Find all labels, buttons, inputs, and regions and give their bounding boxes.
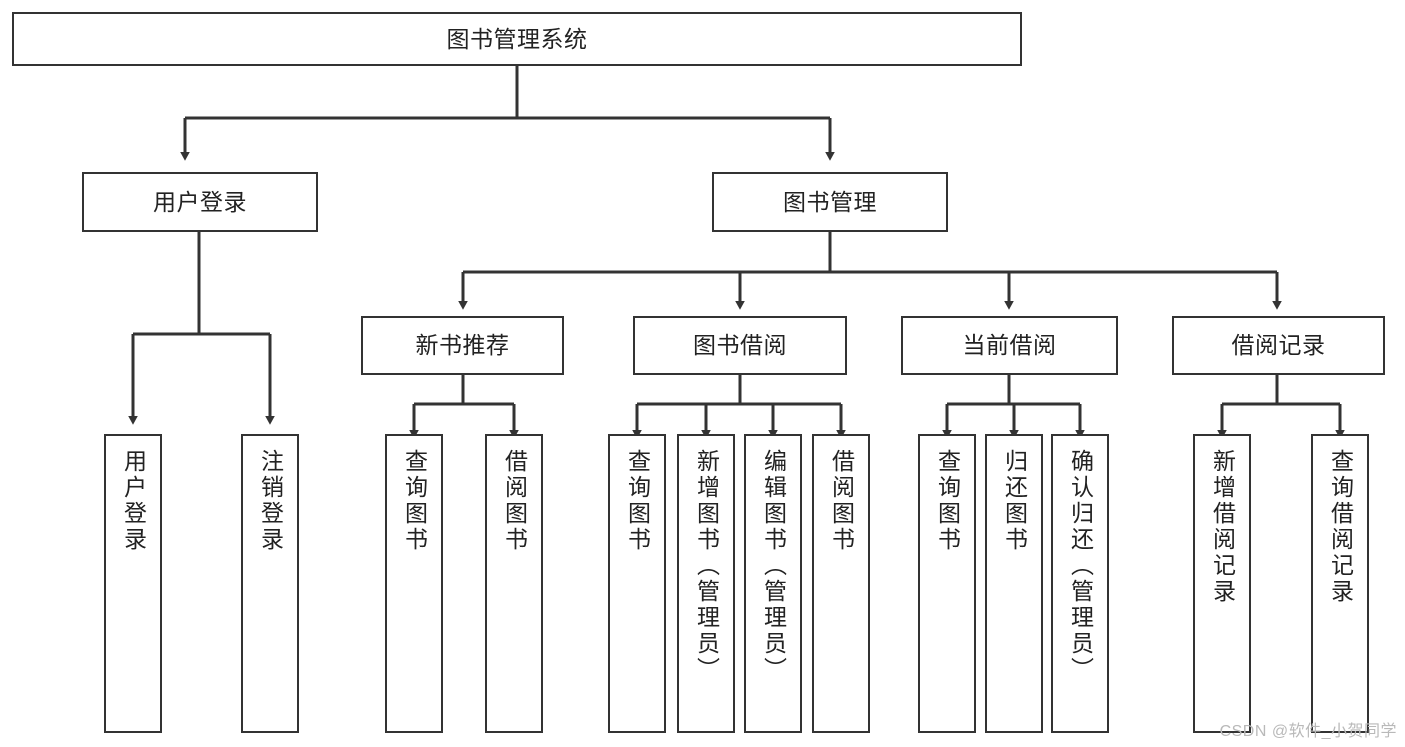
node-leaf-logout-login[interactable]: 注销登录 bbox=[241, 434, 299, 733]
node-leaf-return-book[interactable]: 归还图书 bbox=[985, 434, 1043, 733]
node-current-borrow[interactable]: 当前借阅 bbox=[901, 316, 1118, 375]
node-leaf-user-login[interactable]: 用户登录 bbox=[104, 434, 162, 733]
node-current-borrow-label: 当前借阅 bbox=[962, 332, 1057, 359]
node-leaf-query-record[interactable]: 查询借阅记录 bbox=[1311, 434, 1369, 733]
node-leaf-add-record[interactable]: 新增借阅记录 bbox=[1193, 434, 1251, 733]
node-leaf-query-record-label: 查询借阅记录 bbox=[1327, 449, 1354, 605]
node-leaf-add-book-label: 新增图书（管理员） bbox=[693, 449, 720, 683]
node-leaf-add-book[interactable]: 新增图书（管理员） bbox=[677, 434, 735, 733]
node-borrow-record-label: 借阅记录 bbox=[1231, 332, 1326, 359]
node-leaf-user-login-label: 用户登录 bbox=[120, 449, 147, 553]
node-book-management-label: 图书管理 bbox=[783, 188, 877, 215]
node-leaf-add-record-label: 新增借阅记录 bbox=[1209, 449, 1236, 605]
node-leaf-confirm-return[interactable]: 确认归还（管理员） bbox=[1051, 434, 1109, 733]
node-leaf-edit-book[interactable]: 编辑图书（管理员） bbox=[744, 434, 802, 733]
node-leaf-borrow-book-1[interactable]: 借阅图书 bbox=[485, 434, 543, 733]
node-leaf-return-book-label: 归还图书 bbox=[1001, 449, 1028, 553]
node-user-login-label: 用户登录 bbox=[153, 188, 247, 215]
node-leaf-borrow-book-2[interactable]: 借阅图书 bbox=[812, 434, 870, 733]
node-borrow-record[interactable]: 借阅记录 bbox=[1172, 316, 1385, 375]
node-root-label: 图书管理系统 bbox=[446, 25, 588, 52]
node-leaf-query-book-2-label: 查询图书 bbox=[624, 449, 651, 553]
node-user-login[interactable]: 用户登录 bbox=[82, 172, 318, 232]
node-leaf-query-book-1-label: 查询图书 bbox=[401, 449, 428, 553]
csdn-watermark: CSDN @软件_小贺同学 bbox=[1219, 723, 1397, 740]
node-book-management[interactable]: 图书管理 bbox=[712, 172, 948, 232]
node-leaf-logout-login-label: 注销登录 bbox=[257, 449, 284, 553]
node-leaf-confirm-return-label: 确认归还（管理员） bbox=[1067, 449, 1094, 683]
node-root[interactable]: 图书管理系统 bbox=[12, 12, 1022, 66]
node-new-book-recommend-label: 新书推荐 bbox=[415, 332, 510, 359]
node-leaf-query-book-2[interactable]: 查询图书 bbox=[608, 434, 666, 733]
node-leaf-query-book-3[interactable]: 查询图书 bbox=[918, 434, 976, 733]
node-new-book-recommend[interactable]: 新书推荐 bbox=[361, 316, 564, 375]
node-leaf-query-book-3-label: 查询图书 bbox=[934, 449, 961, 553]
node-book-borrow-label: 图书借阅 bbox=[693, 332, 787, 359]
node-leaf-borrow-book-2-label: 借阅图书 bbox=[828, 449, 855, 553]
node-leaf-query-book-1[interactable]: 查询图书 bbox=[385, 434, 443, 733]
node-leaf-borrow-book-1-label: 借阅图书 bbox=[501, 449, 528, 553]
node-leaf-edit-book-label: 编辑图书（管理员） bbox=[760, 449, 787, 683]
node-book-borrow[interactable]: 图书借阅 bbox=[633, 316, 847, 375]
